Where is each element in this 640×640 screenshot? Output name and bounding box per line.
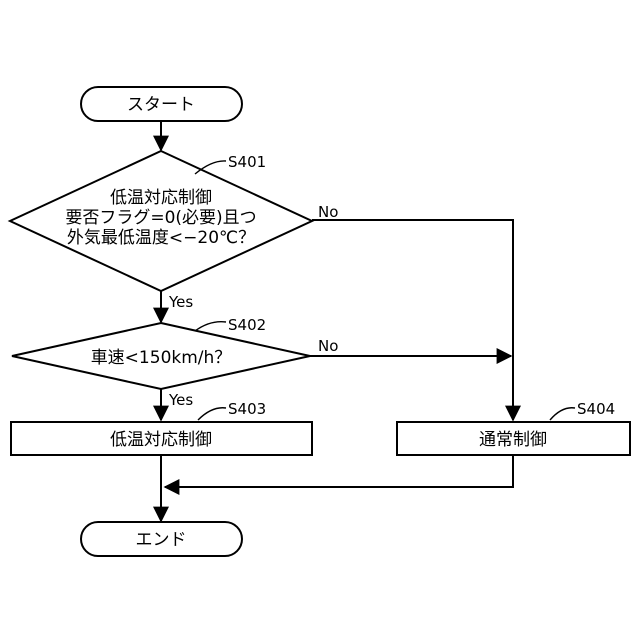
decision-s401: 低温対応制御 要否フラグ=0(必要)且つ 外気最低温度<−20℃？ S401 N… (10, 151, 338, 311)
start-label: スタート (127, 95, 195, 115)
s404-step-id: S404 (577, 400, 615, 418)
s402-label: 車速<150km/h？ (91, 348, 232, 368)
start-terminal: スタート (81, 87, 242, 121)
end-terminal: エンド (81, 522, 242, 556)
end-label: エンド (136, 530, 187, 550)
s404-label: 通常制御 (479, 430, 547, 450)
s402-leader (195, 322, 226, 331)
s404-leader (550, 408, 575, 420)
s401-line-3: 外気最低温度<−20℃？ (67, 228, 255, 248)
s401-line-2: 要否フラグ=0(必要)且つ (65, 208, 256, 228)
s403-step-id: S403 (228, 400, 266, 418)
arrow-s401-no (312, 220, 513, 420)
s402-yes-label: Yes (168, 391, 193, 409)
s401-step-id: S401 (228, 153, 266, 171)
s403-leader (198, 408, 226, 420)
s401-line-1: 低温対応制御 (110, 188, 212, 208)
s401-no-label: No (318, 203, 338, 221)
s402-no-label: No (318, 337, 338, 355)
decision-s402: 車速<150km/h？ S402 No Yes (12, 316, 338, 409)
s403-label: 低温対応制御 (110, 430, 212, 450)
arrow-s404-merge (165, 455, 513, 487)
s402-step-id: S402 (228, 316, 266, 334)
s401-yes-label: Yes (168, 293, 193, 311)
